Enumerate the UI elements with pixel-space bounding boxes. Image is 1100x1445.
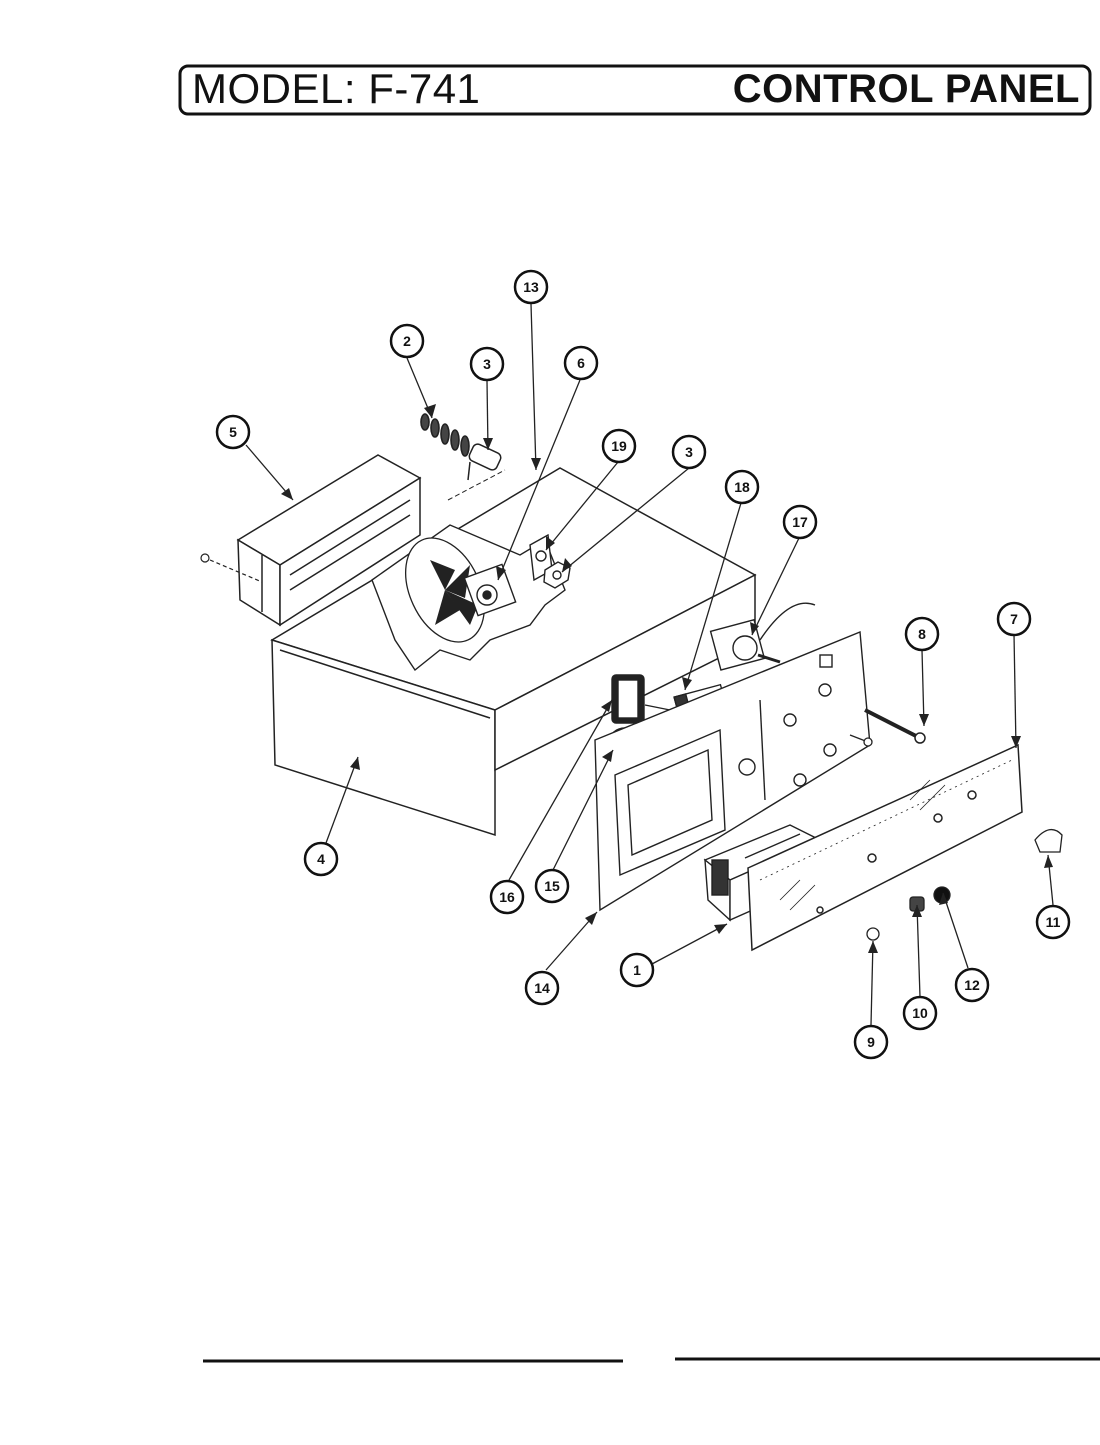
light-bulb — [866, 927, 880, 941]
leader-arrowheads — [281, 404, 1053, 953]
callout-2: 2 — [389, 323, 425, 359]
callout-14-label: 14 — [534, 980, 550, 996]
callout-10-label: 10 — [912, 1005, 928, 1021]
callout-4-label: 4 — [317, 851, 325, 867]
callout-19-label: 19 — [611, 438, 627, 454]
header-frame — [178, 64, 1092, 116]
callout-2-label: 2 — [403, 333, 411, 349]
callout-7: 7 — [996, 601, 1032, 637]
callout-6-label: 6 — [577, 355, 585, 371]
callout-17: 17 — [782, 504, 818, 540]
control-bracket — [594, 630, 871, 912]
bracket-screw — [849, 734, 873, 747]
callout-4: 4 — [303, 841, 339, 877]
callout-6: 6 — [563, 345, 599, 381]
front-panel — [747, 743, 1023, 952]
callout-18: 18 — [724, 469, 760, 505]
callout-13: 13 — [513, 269, 549, 305]
connector-plug — [467, 443, 502, 481]
callout-7-label: 7 — [1010, 611, 1018, 627]
spring-coil — [420, 413, 470, 457]
vent-duct — [236, 454, 422, 627]
callout-10: 10 — [902, 995, 938, 1031]
model-title: MODEL: F-741 — [192, 65, 481, 112]
rotary-switch — [611, 674, 681, 724]
leader-lines — [245, 303, 1054, 1026]
callout-14: 14 — [524, 970, 560, 1006]
screw-left — [200, 553, 263, 583]
callout-11-label: 11 — [1046, 914, 1061, 930]
callout-19: 19 — [601, 428, 637, 464]
callout-5: 5 — [215, 414, 251, 450]
callout-9: 9 — [853, 1024, 889, 1060]
callout-17-label: 17 — [792, 514, 808, 530]
callout-1: 1 — [619, 952, 655, 988]
blower-motor — [463, 563, 517, 617]
callout-12-label: 12 — [964, 977, 980, 993]
callout-3-top: 3 — [469, 346, 505, 382]
callout-3-mid: 3 — [671, 434, 707, 470]
section-title: CONTROL PANEL — [732, 67, 1080, 111]
callout-8-label: 8 — [918, 626, 926, 642]
callout-16-label: 16 — [499, 889, 515, 905]
dashed-guide-1 — [447, 469, 506, 501]
callout-16: 16 — [489, 879, 525, 915]
callout-3a-label: 3 — [483, 356, 491, 372]
callout-18-label: 18 — [734, 479, 750, 495]
callout-15: 15 — [534, 868, 570, 904]
callout-5-label: 5 — [229, 424, 237, 440]
callout-9-label: 9 — [867, 1034, 875, 1050]
callout-12: 12 — [954, 967, 990, 1003]
end-cap — [1034, 828, 1063, 853]
blower-fan-wheel — [405, 537, 485, 643]
callout-11: 11 — [1035, 904, 1071, 940]
callout-8: 8 — [904, 616, 940, 652]
callout-1-label: 1 — [633, 962, 641, 978]
callout-13-label: 13 — [523, 279, 539, 295]
callout-3b-label: 3 — [685, 444, 693, 460]
mounting-rod — [864, 708, 926, 744]
thermostat — [709, 602, 816, 671]
callout-15-label: 15 — [544, 878, 560, 894]
